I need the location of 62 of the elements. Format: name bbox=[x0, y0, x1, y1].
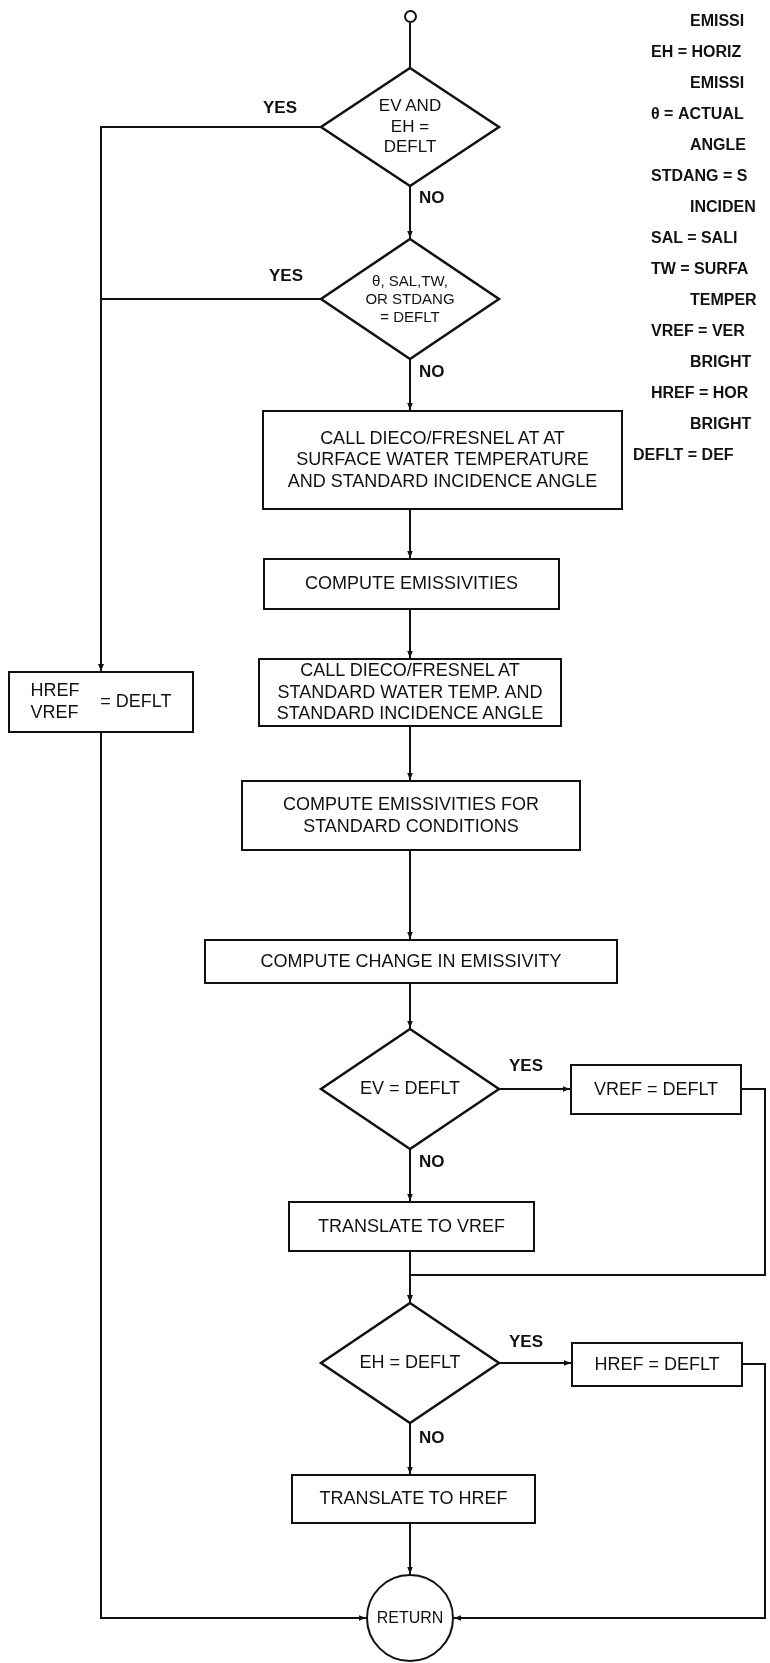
process-box bbox=[291, 1474, 536, 1524]
arrow bbox=[98, 298, 321, 672]
arrow bbox=[407, 609, 413, 659]
definition-text: BRIGHT bbox=[690, 353, 752, 371]
process-box bbox=[241, 780, 581, 851]
decision-diamond bbox=[320, 1302, 500, 1424]
definition-text: STDANG = S bbox=[651, 167, 748, 185]
arrow bbox=[407, 1423, 413, 1475]
arrow bbox=[407, 850, 413, 940]
arrow bbox=[407, 359, 413, 411]
definition-text: INCIDEN bbox=[690, 198, 756, 216]
process-box bbox=[570, 1064, 742, 1115]
definition-text: EMISSI bbox=[690, 12, 745, 30]
process-text: TRANSLATE TO HREF bbox=[319, 1488, 508, 1510]
decision-diamond bbox=[320, 238, 500, 360]
definition-text: SAL = SALI bbox=[651, 229, 738, 247]
process-box bbox=[204, 939, 618, 984]
process-box bbox=[288, 1201, 535, 1252]
definition-text: TW = SURFA bbox=[651, 260, 749, 278]
decision-text: θ, SAL,TW, OR STDANG = DEFLT bbox=[364, 272, 456, 326]
process-text: TRANSLATE TO VREF bbox=[317, 1215, 505, 1238]
definition-text: DEFLT = DEF bbox=[633, 446, 734, 464]
process-text: = DEFLT bbox=[100, 691, 172, 713]
decision-text: EV AND EH = DEFLT bbox=[377, 96, 443, 158]
arrow bbox=[499, 1086, 571, 1092]
definition-text: VREF = VER bbox=[651, 322, 745, 340]
definition-text: HREF = HOR bbox=[651, 384, 749, 402]
decision-diamond bbox=[320, 67, 500, 187]
decision-text: EV = DEFLT bbox=[358, 1078, 462, 1100]
definition-text: EMISSI bbox=[690, 74, 745, 92]
start-circle bbox=[404, 10, 417, 23]
process-box bbox=[263, 558, 560, 610]
process-text: CALL DIECO/FRESNEL AT STANDARD WATER TEMP. AND STANDARD INCIDENCE ANGLE bbox=[275, 660, 545, 725]
definition-text: θ = ACTUAL bbox=[651, 105, 744, 123]
process-box bbox=[258, 658, 562, 727]
process-text: HREF = DEFLT bbox=[594, 1353, 720, 1376]
terminal-text: RETURN bbox=[376, 1608, 444, 1628]
decision-text: EH = DEFLT bbox=[358, 1352, 462, 1374]
process-text: COMPUTE CHANGE IN EMISSIVITY bbox=[260, 950, 562, 973]
definition-text: TEMPER bbox=[690, 291, 757, 309]
definition-text: ANGLE bbox=[690, 136, 746, 154]
process-box bbox=[571, 1342, 743, 1387]
arrow bbox=[100, 732, 367, 1621]
arrow bbox=[407, 1149, 413, 1202]
arrow bbox=[407, 726, 413, 781]
process-text: VREF = DEFLT bbox=[593, 1078, 719, 1101]
definition-text: BRIGHT bbox=[690, 415, 752, 433]
process-box bbox=[8, 671, 194, 733]
arrow bbox=[453, 1363, 766, 1621]
arrow bbox=[499, 1360, 572, 1366]
arrow bbox=[407, 1088, 766, 1303]
process-text: COMPUTE EMISSIVITIES FOR STANDARD CONDITIONS bbox=[282, 793, 540, 838]
arrow bbox=[407, 186, 413, 239]
definition-text: EH = HORIZ bbox=[651, 43, 742, 61]
arrow bbox=[407, 1523, 413, 1575]
decision-diamond bbox=[320, 1028, 500, 1150]
process-text: COMPUTE EMISSIVITIES bbox=[305, 573, 518, 595]
arrow bbox=[407, 509, 413, 559]
process-box bbox=[262, 410, 623, 510]
arrow bbox=[407, 983, 413, 1029]
process-text: CALL DIECO/FRESNEL AT AT SURFACE WATER TEMPERATURE AND STANDARD INCIDENCE ANGLE bbox=[287, 427, 598, 493]
process-text: HREF VREF bbox=[30, 680, 81, 724]
